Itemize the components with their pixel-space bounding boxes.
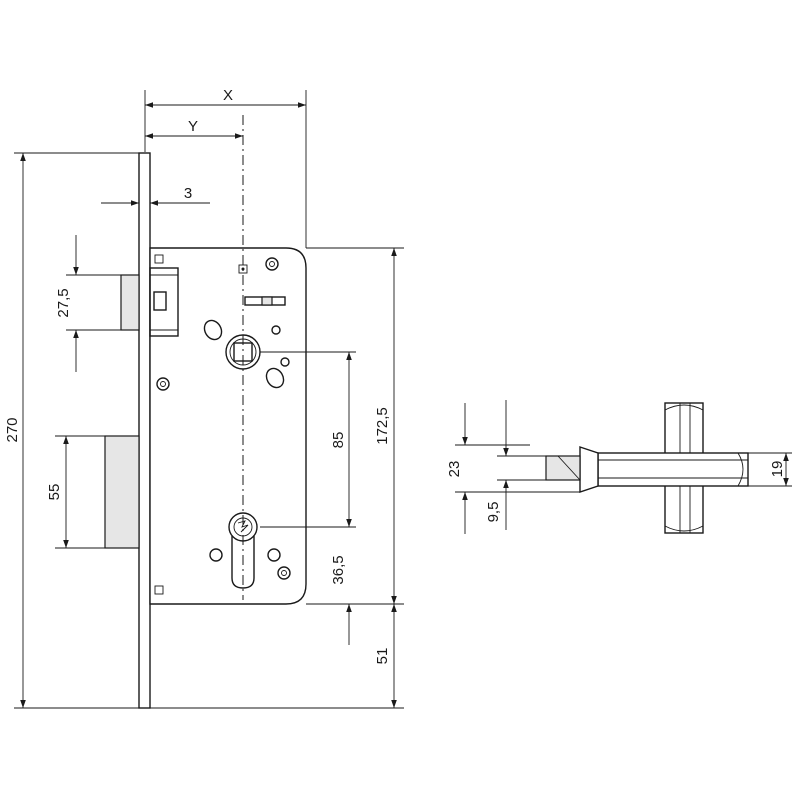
dim-label-total: 270: [4, 417, 21, 442]
deadbolt: [104, 435, 140, 549]
dimension-latch-height: 27,5: [55, 235, 121, 372]
dim-label-36-5: 36,5: [330, 555, 347, 584]
spindle-pin: [545, 455, 581, 481]
dim-label-51: 51: [374, 648, 391, 665]
dimension-cylinder-to-bottom: 36,5: [330, 555, 352, 645]
case-screws: [154, 257, 291, 595]
dimension-x: X: [144, 87, 307, 248]
lock-case: [149, 247, 307, 605]
dimension-total-height: 270: [4, 152, 139, 709]
spindle-collar: [579, 446, 599, 493]
spindle-shaft: [597, 452, 749, 487]
dim-label-85: 85: [330, 432, 347, 449]
cylinder-slot: [228, 512, 258, 589]
dim-label-19: 19: [769, 461, 786, 478]
dimension-deadbolt-height: 55: [46, 435, 105, 549]
dimension-pin-diameter: 19: [748, 452, 792, 487]
dim-label-latch: 27,5: [55, 288, 72, 317]
dimension-case-height: 172,5: [306, 247, 404, 605]
dim-label-23: 23: [446, 461, 463, 478]
dim-label-9-5: 9,5: [485, 502, 502, 523]
dim-label-172-5: 172,5: [374, 407, 391, 445]
spring-mechanism: [238, 264, 286, 306]
latch-bolt: [120, 254, 179, 337]
spindle-side-view: [545, 402, 749, 534]
dim-label-x: X: [223, 87, 233, 104]
faceplate: [138, 152, 151, 709]
dimension-pin-offset: 9,5: [485, 400, 546, 530]
dim-label-faceplate: 3: [184, 185, 192, 202]
lock-body-front-view: [104, 115, 307, 709]
dimension-pin-overall: 23: [446, 403, 580, 534]
dimension-y: Y: [145, 118, 243, 139]
dimension-case-to-bottom: 51: [150, 604, 404, 709]
dim-label-deadbolt: 55: [46, 484, 63, 501]
dimension-handle-to-cylinder: 85: [260, 351, 356, 528]
dimension-faceplate-thickness: 3: [101, 185, 210, 206]
dim-label-y: Y: [188, 118, 198, 135]
